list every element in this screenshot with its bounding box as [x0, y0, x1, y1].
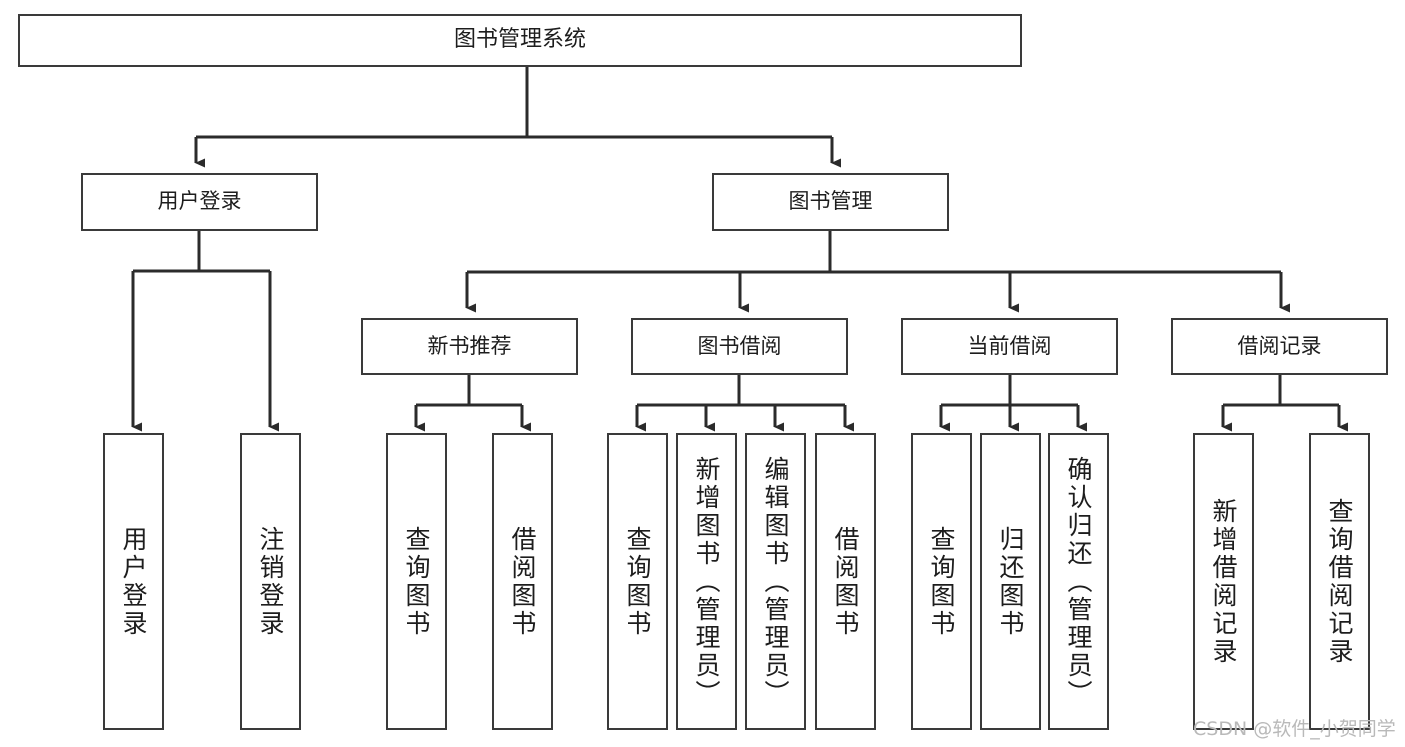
node-user-login[interactable]: 用户登录 [81, 173, 318, 231]
node-root-system[interactable]: 图书管理系统 [18, 14, 1022, 67]
node-label: 新增图书（管理员） [692, 455, 721, 708]
node-label: 归还图书 [996, 525, 1025, 638]
leaf-user-login[interactable]: 用户登录 [103, 433, 164, 730]
leaf-query-book-current[interactable]: 查询图书 [911, 433, 972, 730]
node-label: 用户登录 [119, 525, 148, 638]
node-label: 图书借阅 [697, 333, 782, 358]
leaf-confirm-return-admin[interactable]: 确认归还（管理员） [1048, 433, 1109, 730]
leaf-query-book-recommend[interactable]: 查询图书 [386, 433, 447, 730]
node-label: 注销登录 [256, 525, 285, 638]
node-label: 用户登录 [157, 189, 242, 214]
node-current-borrow[interactable]: 当前借阅 [901, 318, 1118, 375]
node-label: 当前借阅 [967, 333, 1052, 358]
leaf-logout[interactable]: 注销登录 [240, 433, 301, 730]
node-book-management[interactable]: 图书管理 [712, 173, 949, 231]
leaf-add-book-admin[interactable]: 新增图书（管理员） [676, 433, 737, 730]
node-label: 图书管理系统 [453, 27, 586, 53]
node-label: 借阅图书 [831, 525, 860, 638]
leaf-borrow-book-recommend[interactable]: 借阅图书 [492, 433, 553, 730]
leaf-add-borrow-record[interactable]: 新增借阅记录 [1193, 433, 1254, 730]
node-label: 查询借阅记录 [1325, 497, 1354, 666]
node-label: 查询图书 [623, 525, 652, 638]
node-new-book-recommend[interactable]: 新书推荐 [361, 318, 578, 375]
node-label: 查询图书 [927, 525, 956, 638]
leaf-query-book-borrow[interactable]: 查询图书 [607, 433, 668, 730]
node-book-borrow[interactable]: 图书借阅 [631, 318, 848, 375]
node-label: 图书管理 [788, 189, 873, 214]
node-label: 编辑图书（管理员） [761, 455, 790, 708]
leaf-edit-book-admin[interactable]: 编辑图书（管理员） [745, 433, 806, 730]
leaf-return-book[interactable]: 归还图书 [980, 433, 1041, 730]
node-label: 借阅图书 [508, 525, 537, 638]
node-label: 借阅记录 [1237, 333, 1322, 358]
node-label: 新增借阅记录 [1209, 497, 1238, 666]
node-label: 查询图书 [402, 525, 431, 638]
node-borrow-record[interactable]: 借阅记录 [1171, 318, 1388, 375]
leaf-borrow-book[interactable]: 借阅图书 [815, 433, 876, 730]
node-label: 确认归还（管理员） [1064, 455, 1093, 708]
leaf-query-borrow-record[interactable]: 查询借阅记录 [1309, 433, 1370, 730]
node-label: 新书推荐 [427, 333, 512, 358]
